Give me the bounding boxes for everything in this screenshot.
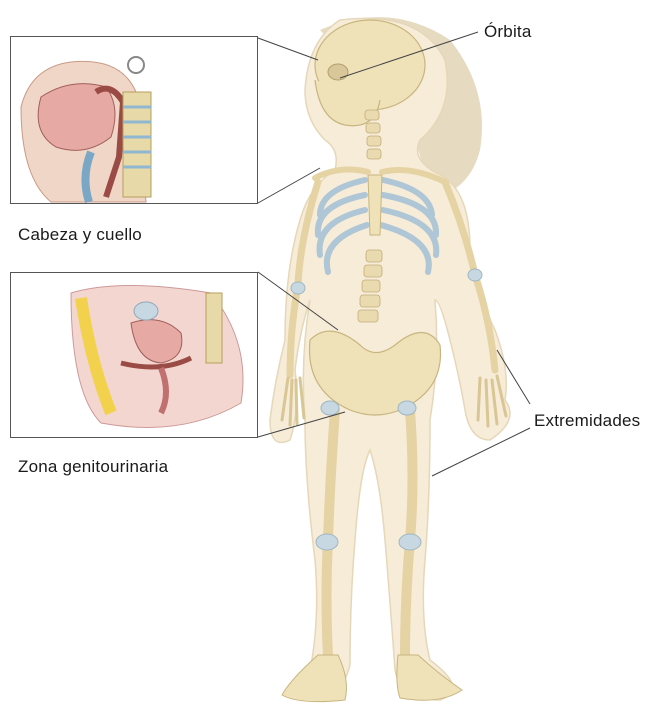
head-neck-label: Cabeza y cuello [18,225,142,245]
head-neck-illustration [11,37,257,203]
sternum [368,175,382,235]
head-neck-inset [10,36,258,204]
genitourinary-label: Zona genitourinaria [18,457,168,477]
genitourinary-inset [10,272,258,438]
orbita-label: Órbita [484,22,532,42]
foot-left [282,655,346,702]
genitourinary-illustration [11,273,257,437]
orbit [328,64,348,80]
extremities-label: Extremidades [534,411,640,431]
